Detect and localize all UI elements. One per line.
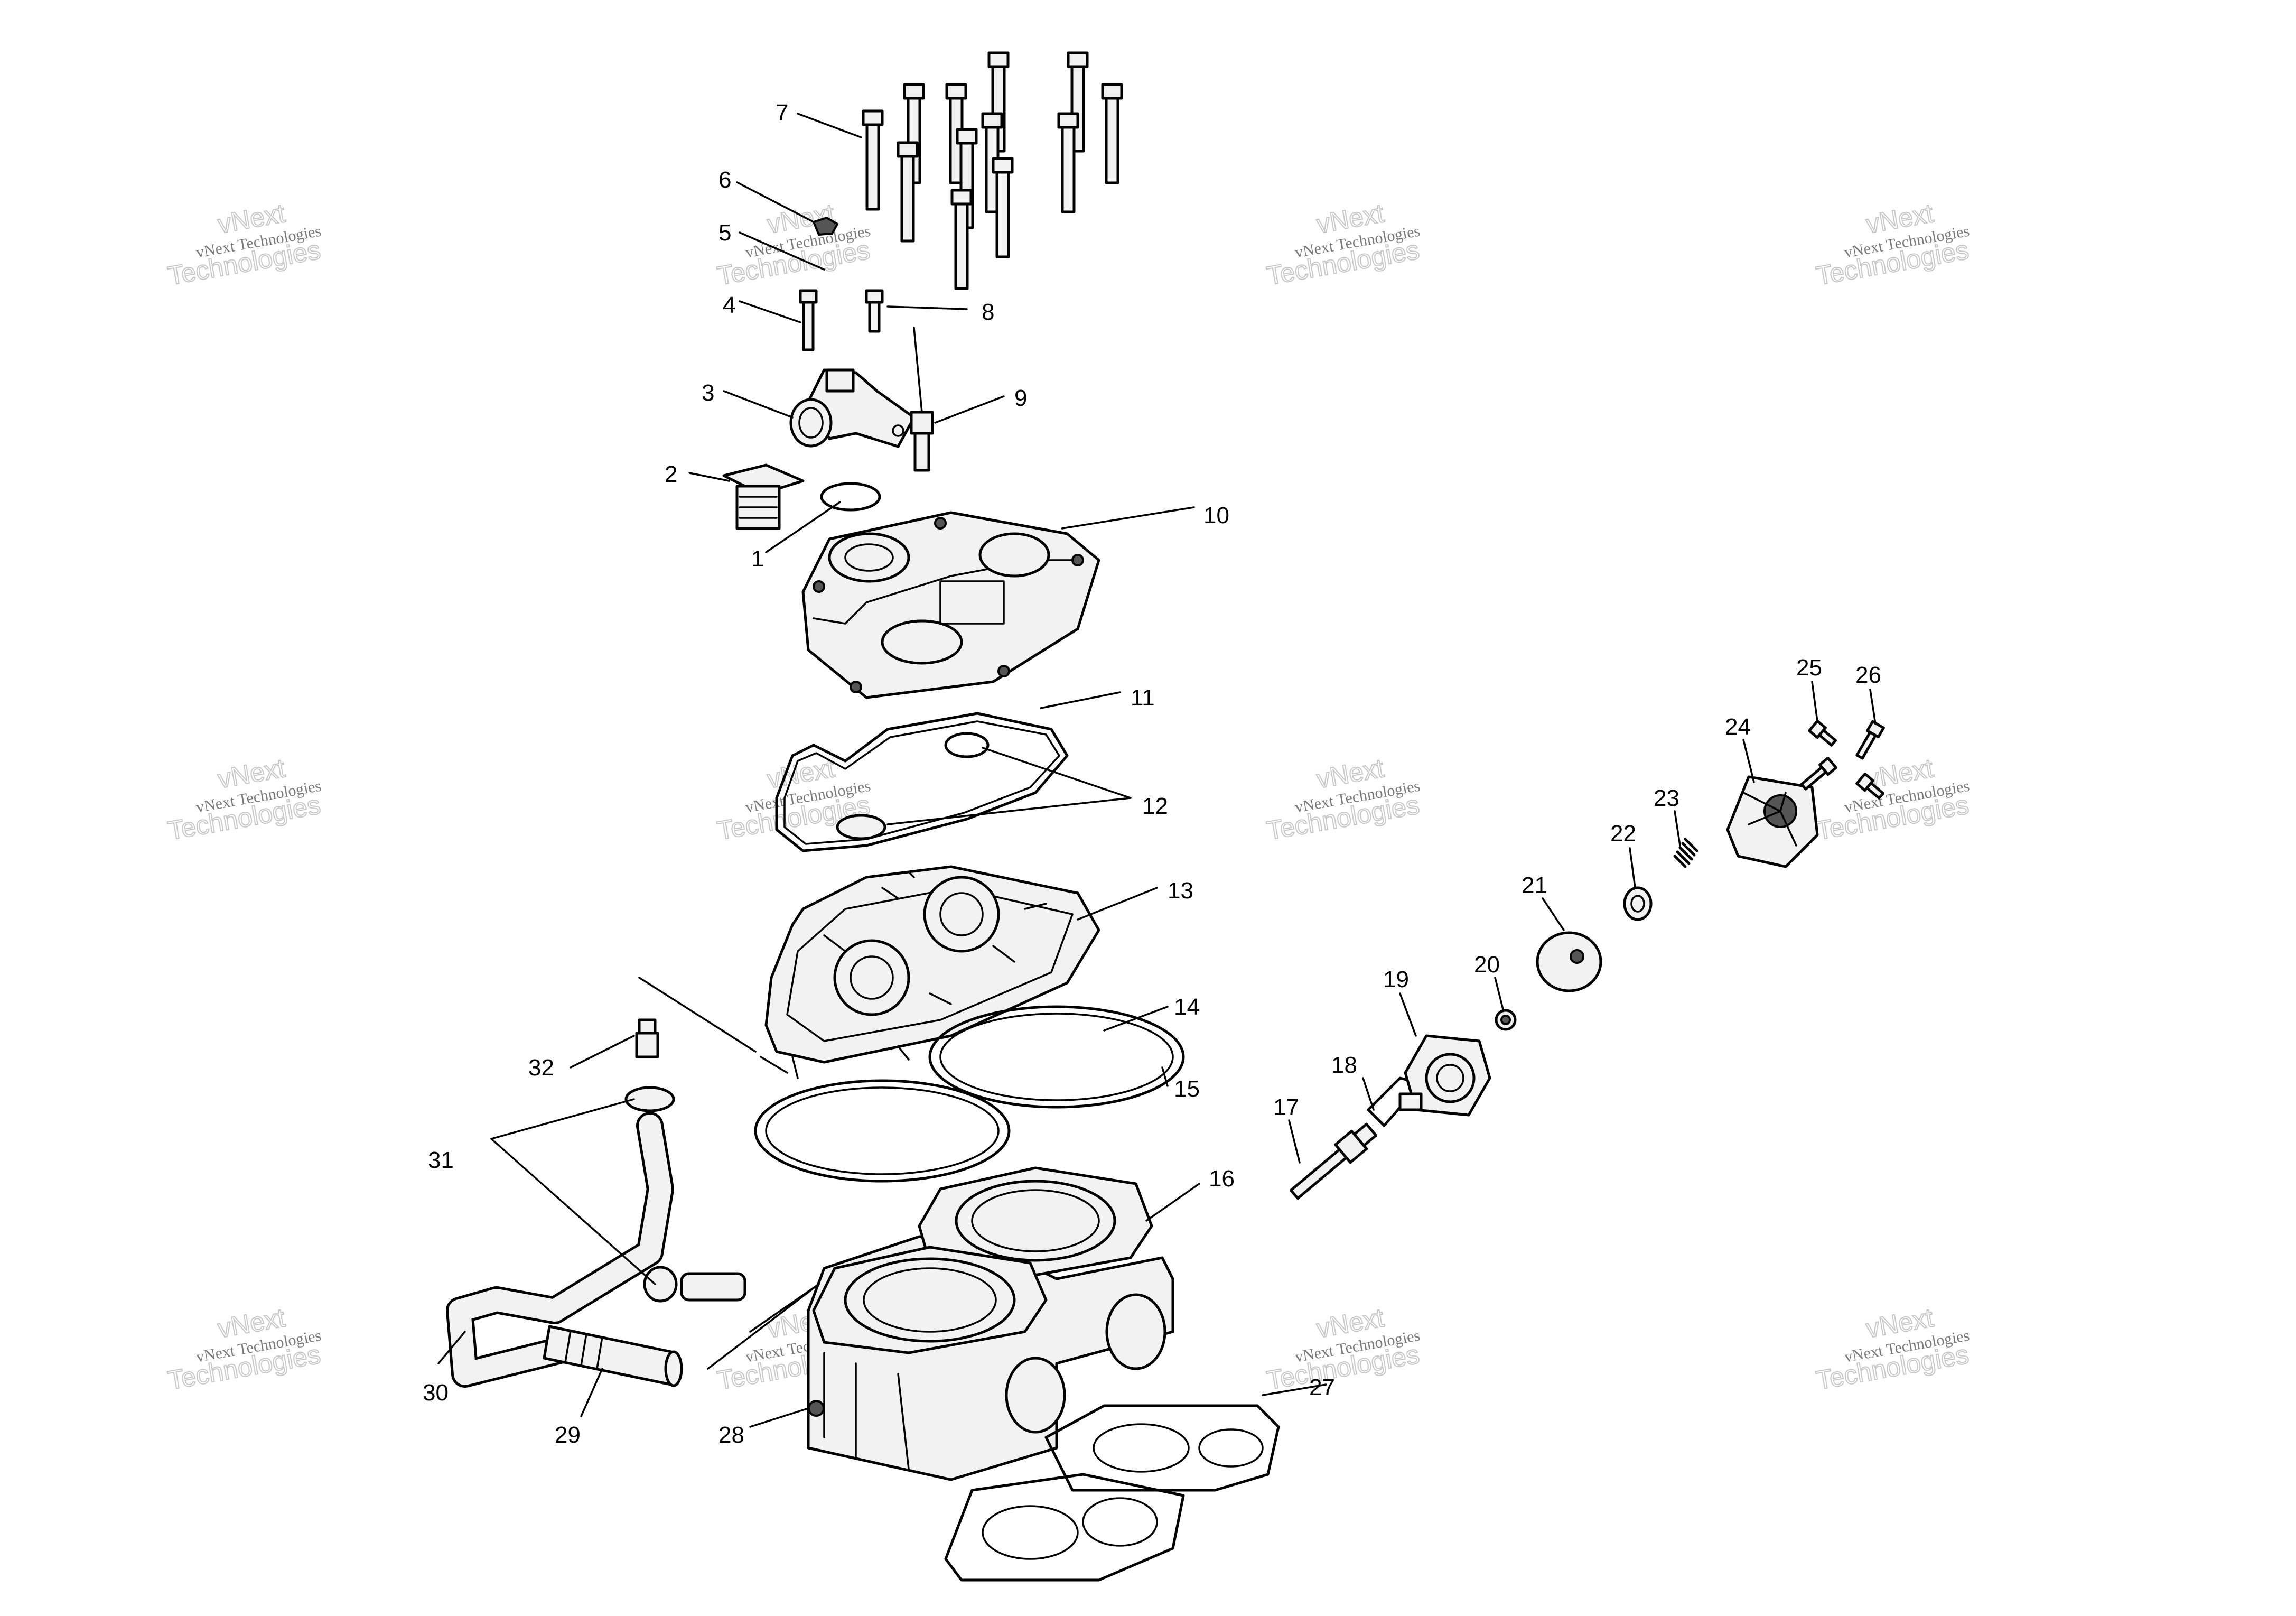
callout-labels: 1 2 3 4 5 6 7 8 9 10 11 12 13 14 15 16 1… <box>423 100 1881 1448</box>
hose-nipple <box>635 1018 659 1058</box>
callout-25: 25 <box>1796 655 1822 681</box>
callout-12: 12 <box>1142 793 1168 819</box>
callout-17: 17 <box>1273 1094 1299 1120</box>
watermark-4: Technologies vNext vNext Technologies <box>1814 198 1972 291</box>
callout-20: 20 <box>1474 952 1500 978</box>
callout-1: 1 <box>751 546 764 572</box>
cover-screws <box>1800 719 1885 800</box>
callout-31: 31 <box>428 1147 454 1173</box>
head-bolts <box>862 51 1123 290</box>
callout-27: 27 <box>1309 1374 1335 1400</box>
callout-2: 2 <box>665 461 677 487</box>
thermostat-housing <box>789 368 916 448</box>
sealing-ring-lower <box>836 814 886 840</box>
head-gasket <box>775 712 1069 852</box>
cylinder-head <box>764 865 1100 1064</box>
cylinder-o-rings-lower <box>754 1079 1011 1183</box>
watermark-9: Technologies vNext vNext Technologies <box>165 1302 323 1396</box>
callout-29: 29 <box>555 1422 581 1448</box>
short-bolt-8 <box>865 289 884 333</box>
spring <box>1673 838 1698 868</box>
watermark-2: Technologies vNext vNext Technologies <box>715 198 873 291</box>
callout-24: 24 <box>1725 714 1751 740</box>
callout-30: 30 <box>423 1380 449 1406</box>
bearing <box>1623 886 1653 921</box>
watermark-12: Technologies vNext vNext Technologies <box>1814 1302 1972 1396</box>
watermark-1: Technologies vNext vNext Technologies <box>165 198 323 291</box>
watermark-3: Technologies vNext vNext Technologies <box>1264 198 1422 291</box>
callout-22: 22 <box>1610 821 1636 847</box>
callout-14: 14 <box>1174 994 1200 1020</box>
callout-28: 28 <box>718 1422 744 1448</box>
pump-cover <box>1726 775 1819 868</box>
cylinder-block <box>807 1166 1174 1481</box>
callout-13: 13 <box>1168 878 1193 904</box>
callout-16: 16 <box>1209 1166 1235 1192</box>
o-ring <box>820 482 881 512</box>
callout-23: 23 <box>1654 785 1679 811</box>
temperature-sensor <box>910 327 934 472</box>
callout-11: 11 <box>1131 685 1155 711</box>
callout-21: 21 <box>1522 872 1547 898</box>
callout-7: 7 <box>776 100 788 126</box>
cylinder-head-cover <box>801 511 1100 699</box>
callout-18: 18 <box>1331 1052 1357 1078</box>
sensor <box>1290 1122 1378 1200</box>
thermostat <box>722 463 805 530</box>
callout-8: 8 <box>982 299 994 325</box>
stud <box>808 1400 825 1417</box>
sealing-ring-upper <box>944 732 990 758</box>
cylinder-o-rings-upper <box>928 1005 1185 1109</box>
clip <box>812 216 839 236</box>
callout-10: 10 <box>1203 503 1229 528</box>
callout-4: 4 <box>723 292 735 318</box>
callout-19: 19 <box>1383 967 1409 992</box>
callout-3: 3 <box>702 380 714 406</box>
callout-15: 15 <box>1174 1076 1200 1102</box>
callout-32: 32 <box>528 1055 554 1081</box>
seal <box>1495 1009 1517 1031</box>
watermark-5: Technologies vNext vNext Technologies <box>165 753 323 846</box>
callout-26: 26 <box>1855 662 1881 688</box>
leader-lines <box>437 113 1877 1428</box>
hose-clamps <box>624 1086 746 1303</box>
base-gaskets <box>944 1404 1280 1582</box>
impeller <box>1536 931 1602 992</box>
callout-9: 9 <box>1014 385 1027 411</box>
short-bolt-4 <box>799 289 818 351</box>
callout-5: 5 <box>718 220 731 246</box>
hose-connector <box>543 1325 683 1387</box>
water-hose <box>446 1112 674 1388</box>
pump-housing <box>1398 1034 1491 1117</box>
watermark-11: Technologies vNext vNext Technologies <box>1264 1302 1422 1396</box>
callout-6: 6 <box>718 167 731 193</box>
watermark-7: Technologies vNext vNext Technologies <box>1264 753 1422 846</box>
